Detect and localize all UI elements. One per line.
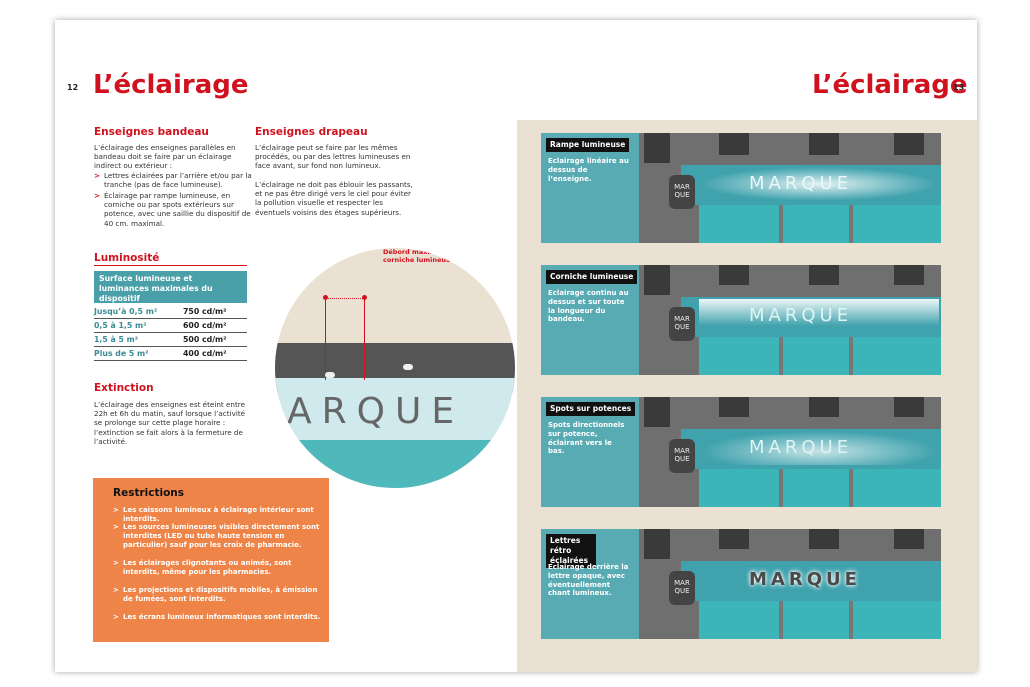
bandeau-bullet-2: Éclairage par rampe lumineuse, en cornic… (94, 191, 256, 228)
spot-lamp-icon (403, 364, 413, 370)
panel-spots-sur-potences: Spots sur potences Spots directionnels s… (541, 397, 941, 507)
panel-description: Eclairage linéaire au dessus de l’enseig… (548, 157, 629, 183)
marque-text: MARQUE (749, 173, 853, 194)
page-number-right: 13 (953, 83, 965, 92)
restrictions-box: Restrictions Les caissons lumineux à écl… (93, 478, 329, 642)
restriction-item: Les projections et dispositifs mobiles, … (113, 586, 321, 604)
drapeau-heading: Enseignes drapeau (255, 126, 368, 138)
page-title-left: L’éclairage (93, 70, 249, 100)
drapeau-paragraph-1: L’éclairage peut se faire par les mêmes … (255, 143, 411, 171)
luminance-table-header: Surface lumineuse et luminances maximale… (94, 271, 247, 303)
luminosite-heading: Luminosité (94, 252, 160, 264)
spot-detail-illustration: ARQUE Débord maximal des spots ou de la … (275, 248, 515, 488)
panel-label: Corniche lumineuse (546, 270, 638, 284)
page-title-right: L’éclairage (812, 70, 968, 100)
bandeau-heading: Enseignes bandeau (94, 126, 209, 138)
extinction-text: L’éclairage des enseignes est éteint ent… (94, 400, 246, 446)
spot-annotation: Débord maximal des spots ou de la cornic… (383, 248, 512, 264)
bandeau-intro: L’éclairage des enseignes parallèles en … (94, 143, 236, 171)
page-number-left: 12 (67, 83, 79, 92)
extinction-heading: Extinction (94, 382, 154, 394)
spot-lamp-icon (325, 372, 335, 378)
marque-text: MARQUE (749, 437, 853, 458)
panel-description: Spots directionnels sur potence, éclaira… (548, 421, 625, 456)
restriction-item: Les caissons lumineux à éclairage intéri… (113, 506, 321, 524)
drapeau-paragraph-2: L’éclairage ne doit pas éblouir les pass… (255, 180, 413, 217)
panel-corniche-lumineuse: Corniche lumineuse Eclairage continu au … (541, 265, 941, 375)
spot-marker-icon (323, 295, 328, 300)
brochure-spread: 12 L’éclairage L’éclairage 13 Enseignes … (55, 20, 977, 672)
panel-label: Lettres rétro éclairées (546, 534, 596, 568)
panel-label: Spots sur potences (546, 402, 636, 416)
panel-rampe-lumineuse: Rampe lumineuse Eclairage linéaire au de… (541, 133, 941, 243)
panel-description: Eclairage derrière la lettre opaque, ave… (548, 563, 629, 598)
panel-lettres-retro-eclairees: Lettres rétro éclairées Eclairage derriè… (541, 529, 941, 639)
restriction-item: Les sources lumineuses visibles directem… (113, 523, 321, 549)
spot-marker-icon (362, 295, 367, 300)
restriction-item: Les écrans lumineux informatiques sont i… (113, 613, 321, 622)
marque-text: MARQUE (749, 569, 861, 590)
restrictions-heading: Restrictions (113, 487, 185, 499)
panel-label: Rampe lumineuse (546, 138, 630, 152)
marque-text: MARQUE (749, 305, 853, 326)
luminosite-rule (94, 265, 247, 266)
restriction-item: Les éclairages clignotants ou animés, so… (113, 559, 321, 577)
bandeau-bullet-1: Lettres éclairées par l’arrière et/ou pa… (94, 171, 256, 189)
circle-sign-letters: ARQUE (287, 391, 465, 432)
panel-description: Eclairage continu au dessus et sur toute… (548, 289, 629, 324)
